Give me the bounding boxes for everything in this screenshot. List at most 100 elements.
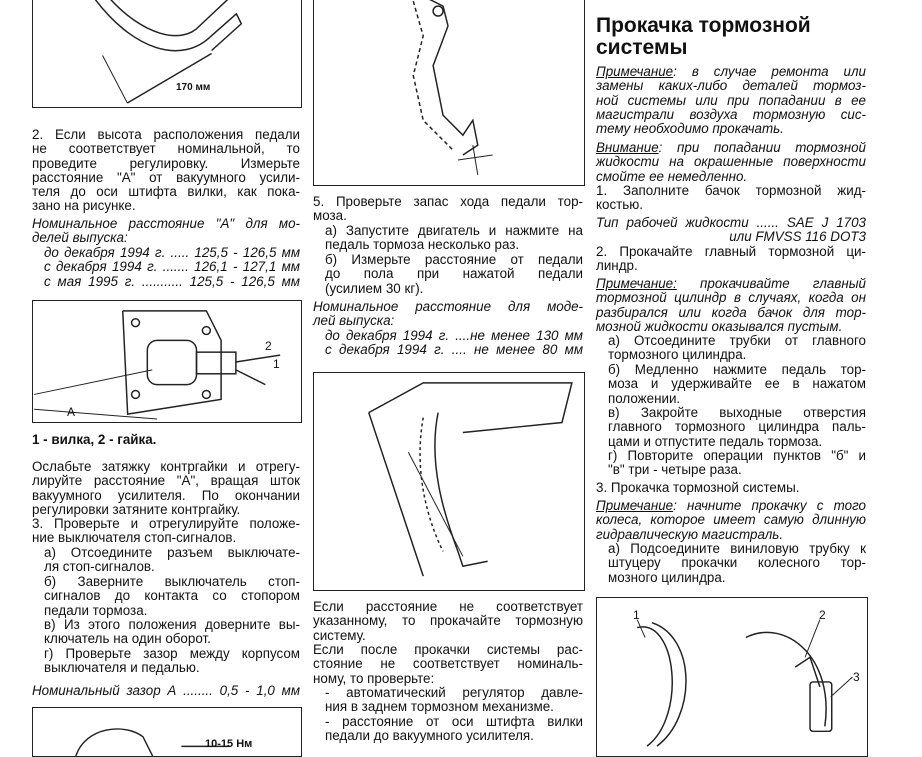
fluid-spec: Тип рабочей жидкости ...... SAE J 1703 и…: [596, 215, 866, 245]
text-line: тормозной цилиндр в случаях, когда он: [596, 290, 866, 306]
text-line: линдр.: [596, 258, 638, 274]
text-line: регулировки затяните контргайку.: [32, 501, 241, 517]
text-line: сигналов до контакта со стопором: [44, 588, 300, 604]
text-line: ние выключателя стоп-сигналов.: [32, 530, 237, 546]
text-line: мозной жидкости оказывался пустым.: [596, 318, 843, 334]
spec-list: до декабря 1994 г. ..... 125,5 - 126,5 м…: [32, 245, 300, 289]
text-line: цами и отпустите педаль тормоза.: [608, 433, 823, 449]
pedal-height-figure: 170 мм: [32, 0, 302, 108]
text-line: б) Медленно нажмите педаль тор-: [608, 362, 866, 377]
text-line: с декабря 1994 г. ....... 126,1 - 127,1 …: [44, 259, 300, 275]
fluid-spec-line: или FMVSS 116 DOT3: [729, 229, 866, 245]
text-line: главного тормозного цилиндра паль-: [608, 419, 866, 435]
substep-c: в) Из этого положения доверните вы-ключа…: [32, 617, 300, 647]
text-line: смойте ее немедленно.: [596, 168, 748, 184]
text-line: Примечание: начните прокачку с того: [596, 498, 866, 513]
note-label: Примечание: [596, 498, 674, 513]
step-5: 5. Проверьте запас хода педали тор-моза.: [313, 194, 583, 224]
section-title-line: Прокачка тормозной: [596, 14, 811, 37]
text-line: 2. Прокачайте главный тормозной ци-: [596, 244, 866, 259]
substep-a: а) Отсоедините разъем выключате-ля стоп-…: [32, 545, 300, 575]
text-line: а) Подсоедините виниловую трубку к: [608, 541, 866, 556]
text-line: моза.: [313, 208, 347, 224]
substep-d: г) Повторите операции пунктов "б" и"в" т…: [596, 448, 866, 478]
fluid-spec-line: Тип рабочей жидкости ...... SAE J 1703: [596, 215, 866, 230]
text-line: замены каких-либо деталей тормоз-: [596, 78, 866, 94]
vacuum-booster-figure: 2 1 A: [32, 300, 302, 423]
text-line: Номинальное расстояние для моде-: [313, 299, 583, 314]
text-line: до декабря 1994 г. ....не менее 130 мм: [325, 328, 583, 343]
text-line: лируйте расстояние "А", вращая шток: [32, 473, 300, 489]
text-line: магистрали воздуха тормозную сис-: [596, 106, 866, 122]
text-line: тему необходимо прокачать.: [596, 121, 784, 137]
text-line: стояние не соответствует номиналь-: [313, 656, 583, 672]
text-line: гидравлическую магистраль.: [596, 526, 784, 542]
text-line: а) Запустите двигатель и нажмите на: [325, 223, 583, 238]
note-label: Примечание:: [596, 276, 677, 291]
note-label: Внимание: [596, 140, 659, 155]
text-line: Номинальное расстояние "А" для мо-: [32, 216, 300, 231]
section-title-line: системы: [596, 36, 688, 59]
text-line: ключатель на один оборот.: [44, 631, 211, 647]
text-line: 2. Если высота расположения педали: [32, 127, 300, 142]
text-line: делей выпуска:: [32, 230, 128, 246]
note-text: : при попадании тормозной: [658, 140, 866, 155]
text-line: указанному, то прокачайте тормозную: [313, 613, 583, 629]
text-line: систему.: [313, 627, 366, 643]
text-line: а) Отсоедините трубки от главного: [608, 333, 866, 348]
text-line: колеса, которое имеет самую длинную: [596, 512, 866, 528]
text-line: Примечание: прокачивайте главный: [596, 276, 866, 291]
paragraph: Если после прокачки системы рас-стояние …: [313, 642, 583, 686]
text-line: Номинальный зазор А ........ 0,5 - 1,0 м…: [32, 683, 300, 698]
step-2: 2. Прокачайте главный тормозной ци-линдр…: [596, 244, 866, 274]
bleeding-figure: 1 2 3: [596, 597, 868, 757]
text-line: костью.: [596, 197, 644, 213]
text-line: в) Закройте выходные отверстия: [608, 405, 866, 420]
spec-gap: Номинальный зазор А ........ 0,5 - 1,0 м…: [32, 683, 300, 698]
text-line: ному, то проверьте:: [313, 670, 435, 686]
text-line: расстояние "А" от вакуумного усили-: [32, 169, 300, 185]
paragraph: Ослабьте затяжку контргайки и отрегу-лир…: [32, 459, 300, 517]
text-line: мозного цилиндра.: [608, 569, 726, 585]
pedal-free-play-figure: [313, 372, 585, 591]
text-line: - автоматический регулятор давле-: [325, 685, 583, 700]
step-3: 3. Прокачка тормозной системы.: [596, 480, 866, 495]
text-line: г) Проверьте зазор между корпусом: [44, 646, 300, 661]
text-line: ния в заднем тормозном механизме.: [325, 699, 554, 715]
text-line: положении.: [608, 390, 681, 406]
section-title: Прокачка тормозной системы: [596, 15, 811, 59]
text-line: Внимание: при попадании тормозной: [596, 140, 866, 155]
dimension-label: 170 мм: [176, 82, 211, 93]
callout-3: 3: [853, 670, 860, 684]
text-line: Ослабьте затяжку контргайки и отрегу-: [32, 459, 300, 474]
text-line: до пола при нажатой педали: [325, 266, 583, 282]
text-line: педали тормоза.: [44, 602, 148, 618]
text-line: тормозного цилиндра.: [608, 347, 747, 363]
text-line: 5. Проверьте запас хода педали тор-: [313, 194, 583, 209]
text-line: (усилием 30 кг).: [325, 280, 424, 296]
text-line: вакуумного усилителя. По окончании: [32, 487, 300, 503]
text-line: выключателя и педалью.: [44, 660, 200, 676]
text-line: г) Повторите операции пунктов "б" и: [608, 448, 866, 463]
dimension-a-label: A: [67, 405, 76, 419]
text-line: б) Измерьте расстояние от педали: [325, 252, 583, 267]
text-line: 3. Проверьте и отрегулируйте положе-: [32, 516, 300, 531]
text-line: Примечание: в случае ремонта или: [596, 64, 866, 79]
text-line: педали до вакуумного усилителя.: [325, 728, 534, 744]
paragraph: Номинальное расстояние "А" для мо-делей …: [32, 216, 300, 246]
switch-figure: 10-15 Нм: [32, 707, 302, 757]
text-line: с декабря 1994 г. .... не менее 80 мм: [325, 342, 583, 358]
text-line: с мая 1995 г. ........... 125,5 - 126,5 …: [44, 273, 300, 289]
text-line: штуцеру прокачки колесного тор-: [608, 555, 866, 571]
